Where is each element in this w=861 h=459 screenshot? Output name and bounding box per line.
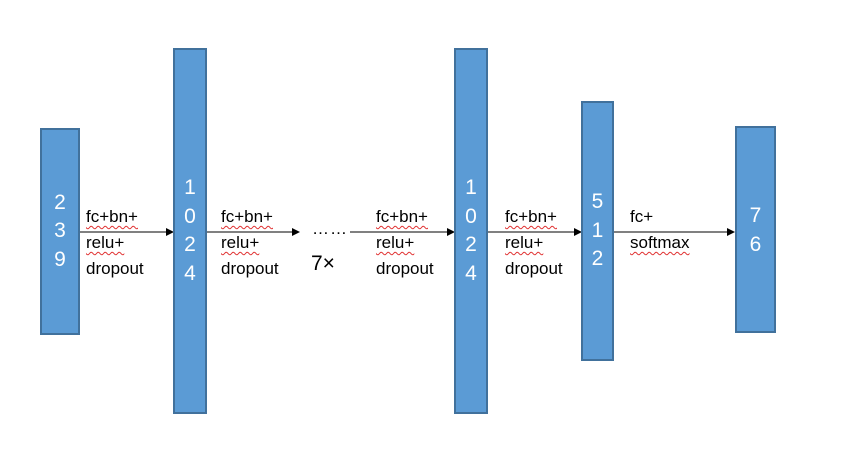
op-label-4: fc+bn+ relu+ dropout	[505, 204, 563, 282]
ellipsis: ……	[312, 219, 348, 238]
layer-digit: 0	[184, 204, 196, 228]
op-line: relu+	[86, 233, 125, 252]
layer-input: 2 3 9	[40, 128, 80, 335]
op-line: softmax	[630, 233, 690, 252]
layer-digit: 1	[184, 176, 196, 199]
op-line: dropout	[505, 259, 563, 278]
layer-digit: 4	[184, 261, 196, 285]
layer-digit: 7	[749, 204, 762, 227]
layer-hidden-512: 5 1 2	[581, 101, 614, 361]
op-label-5: fc+ softmax	[630, 204, 690, 256]
op-label-1: fc+bn+ relu+ dropout	[86, 204, 144, 282]
op-line: relu+	[376, 233, 415, 252]
op-line: dropout	[86, 259, 144, 278]
layer-digit: 3	[54, 219, 66, 243]
layer-hidden-1: 1 0 2 4	[173, 48, 207, 414]
layer-digit: 2	[591, 247, 604, 271]
op-line: dropout	[376, 259, 434, 278]
layer-digit: 2	[54, 190, 66, 214]
layer-digit: 4	[465, 261, 477, 285]
op-line: fc+bn+	[86, 207, 138, 226]
layer-digit: 9	[54, 247, 66, 271]
repeat-label: 7×	[311, 252, 335, 275]
op-label-2: fc+bn+ relu+ dropout	[221, 204, 279, 282]
op-line: relu+	[505, 233, 544, 252]
op-line: fc+bn+	[376, 207, 428, 226]
layer-digit: 2	[184, 233, 196, 256]
layer-output: 7 6	[735, 126, 776, 333]
op-line: relu+	[221, 233, 260, 252]
layer-digit: 2	[465, 233, 477, 256]
op-line: dropout	[221, 259, 279, 278]
op-line: fc+bn+	[505, 207, 557, 226]
layer-digit: 5	[591, 190, 604, 214]
op-line: fc+bn+	[221, 207, 273, 226]
layer-digit: 6	[749, 232, 762, 256]
op-label-3: fc+bn+ relu+ dropout	[376, 204, 434, 282]
op-line: fc+	[630, 207, 654, 226]
layer-digit: 1	[591, 218, 604, 242]
layer-hidden-last: 1 0 2 4	[454, 48, 488, 414]
layer-digit: 0	[465, 204, 477, 228]
layer-digit: 1	[465, 176, 477, 199]
